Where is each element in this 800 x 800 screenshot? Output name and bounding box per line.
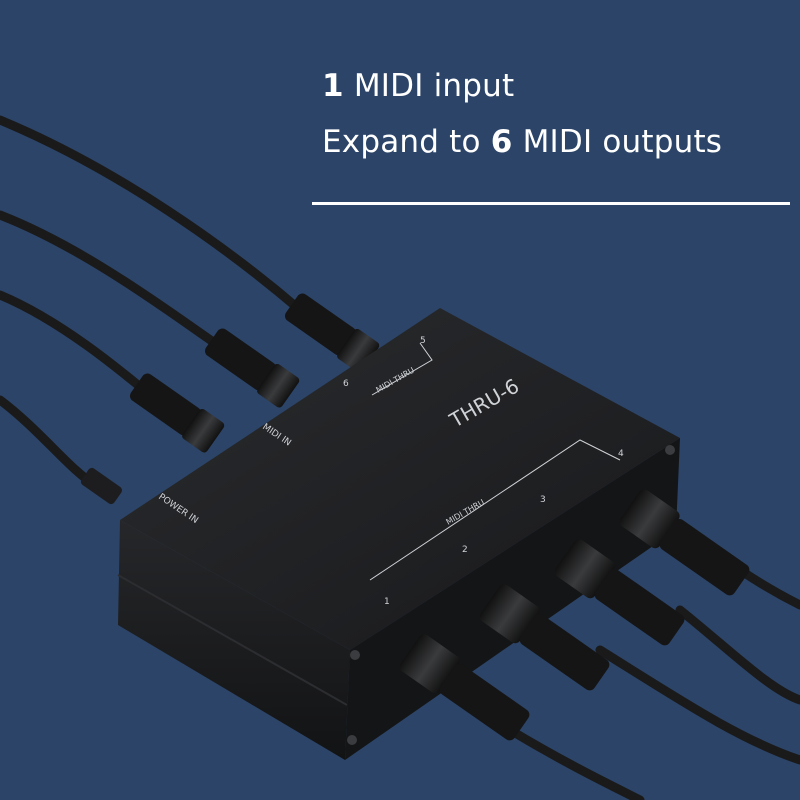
port-2: 2	[462, 545, 468, 555]
headline-line-1: 1 MIDI input	[322, 58, 722, 114]
feature-headline: 1 MIDI input Expand to 6 MIDI outputs	[322, 58, 722, 170]
port-5: 5	[420, 336, 426, 346]
port-6: 6	[343, 379, 349, 389]
port-1: 1	[384, 597, 390, 607]
output-plugs	[399, 489, 800, 800]
port-4: 4	[618, 449, 624, 459]
input-text: MIDI input	[343, 68, 515, 104]
headline-line-2: Expand to 6 MIDI outputs	[322, 114, 722, 170]
input-cables	[0, 115, 305, 490]
port-3: 3	[540, 495, 546, 505]
input-count: 1	[322, 68, 344, 104]
output-count: 6	[490, 124, 513, 160]
expand-text: Expand to	[322, 124, 491, 160]
rear-plugs	[80, 293, 380, 505]
headline-divider	[312, 202, 790, 205]
output-text: MIDI outputs	[512, 124, 723, 160]
